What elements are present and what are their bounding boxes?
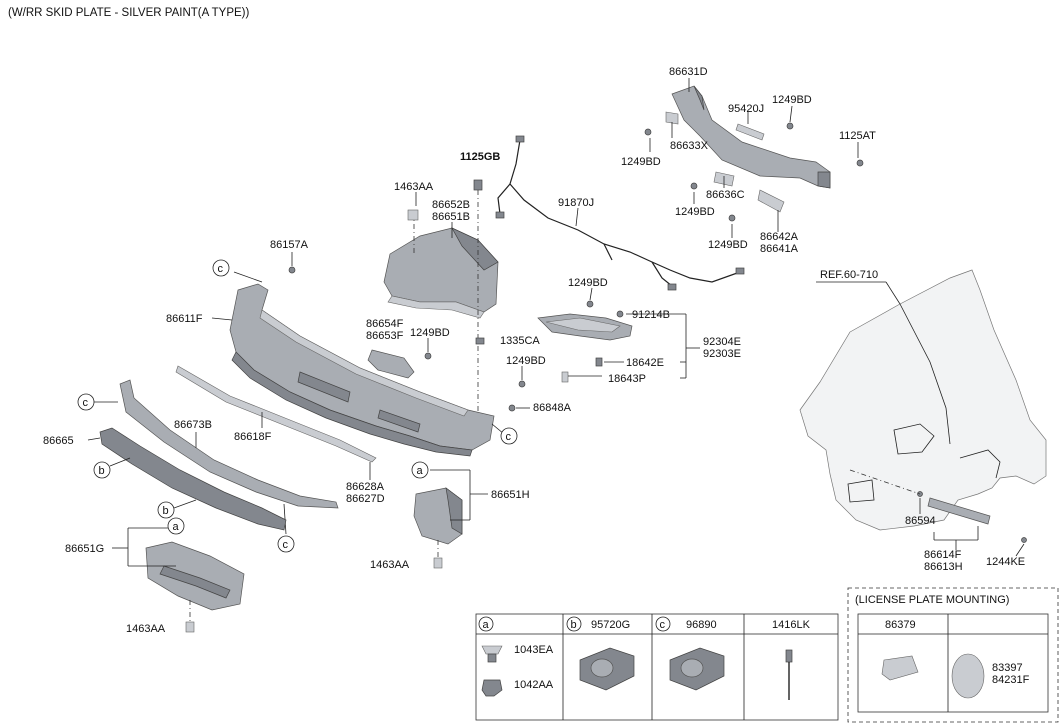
callout-c-right: c — [500, 427, 518, 445]
label-86654F: 86654F — [366, 318, 404, 330]
table-letter-b: b — [571, 619, 577, 631]
label-1249BD-a: 1249BD — [772, 94, 812, 106]
table-part-95720G: 95720G — [591, 619, 630, 631]
lower-trim-86618F — [175, 365, 377, 463]
label-86627D: 86627D — [346, 493, 385, 505]
label-86848A: 86848A — [533, 402, 572, 414]
svg-text:b: b — [163, 505, 169, 517]
table-letter-a: a — [483, 619, 490, 631]
label-86594: 86594 — [905, 515, 936, 527]
label-86653F: 86653F — [366, 330, 404, 342]
callout-a-bracket: a — [411, 461, 429, 479]
label-1249BD-g: 1249BD — [506, 355, 546, 367]
label-86613H: 86613H — [924, 561, 963, 573]
label-1463AA-c: 1463AA — [370, 559, 410, 571]
label-ref: REF.60-710 — [820, 269, 878, 281]
table-part-96890: 96890 — [686, 619, 717, 631]
callout-b-lower: b — [157, 501, 175, 519]
label-1244KE: 1244KE — [986, 556, 1025, 568]
svg-text:c: c — [506, 431, 512, 443]
label-86157A: 86157A — [270, 239, 309, 251]
table-part-1043EA: 1043EA — [514, 644, 554, 656]
lower-garnish-86673B — [119, 379, 339, 509]
table-part-1416LK: 1416LK — [772, 619, 811, 631]
license-part-86379: 86379 — [885, 619, 916, 631]
label-1125GB: 1125GB — [460, 151, 500, 163]
label-86618F: 86618F — [234, 431, 272, 443]
label-1249BD-f: 1249BD — [410, 327, 450, 339]
license-part-84231F: 84231F — [992, 674, 1030, 686]
label-86636C: 86636C — [706, 189, 745, 201]
label-92304E: 92304E — [703, 336, 741, 348]
diagram-title: (W/RR SKID PLATE - SILVER PAINT(A TYPE)) — [8, 7, 249, 19]
fastener-table: a b 95720G c 96890 1416LK 1043EA 1042AA — [475, 613, 839, 721]
callout-a-cover: a — [167, 517, 185, 535]
callout-b-upper: b — [93, 461, 111, 479]
quarter-panel — [799, 269, 1047, 531]
label-1249BD-d: 1249BD — [708, 239, 748, 251]
svg-text:b: b — [99, 465, 105, 477]
label-86641A: 86641A — [760, 243, 799, 255]
label-95420J: 95420J — [728, 103, 764, 115]
license-plate-box: (LICENSE PLATE MOUNTING) 86379 83397 842… — [847, 587, 1059, 723]
callout-c-left: c — [77, 393, 95, 411]
license-part-83397: 83397 — [992, 662, 1023, 674]
license-title: (LICENSE PLATE MOUNTING) — [855, 594, 1009, 606]
label-86631D: 86631D — [669, 66, 708, 78]
callout-c-bottom: c — [277, 535, 295, 553]
label-1463AA-b: 1463AA — [126, 623, 166, 635]
rear-bumper-cover — [229, 283, 495, 457]
label-1249BD-e: 1249BD — [568, 277, 608, 289]
label-86673B: 86673B — [174, 419, 212, 431]
table-letter-c: c — [660, 619, 666, 631]
center-bracket — [367, 349, 432, 379]
label-91214B: 91214B — [632, 309, 670, 321]
label-86651G: 86651G — [65, 543, 104, 555]
label-91870J: 91870J — [558, 197, 594, 209]
under-cover-86651G — [145, 541, 245, 611]
callout-c-top: c — [212, 259, 230, 277]
label-86611F: 86611F — [166, 313, 203, 325]
label-86633X: 86633X — [670, 140, 709, 152]
svg-text:a: a — [173, 521, 180, 533]
table-part-1042AA: 1042AA — [514, 679, 554, 691]
label-86651H: 86651H — [491, 489, 530, 501]
svg-text:c: c — [283, 539, 289, 551]
label-86665: 86665 — [43, 435, 74, 447]
svg-text:c: c — [83, 397, 89, 409]
label-86651B: 86651B — [432, 211, 470, 223]
label-86628A: 86628A — [346, 481, 385, 493]
label-86642A: 86642A — [760, 231, 799, 243]
side-bracket-upper — [383, 227, 499, 319]
label-18642E: 18642E — [626, 357, 664, 369]
reflector-lamp — [537, 300, 633, 383]
svg-text:c: c — [218, 263, 224, 275]
wiring-harness — [495, 135, 745, 291]
svg-text:a: a — [417, 465, 424, 477]
skid-plate-86665 — [99, 427, 287, 531]
label-1335CA: 1335CA — [500, 335, 540, 347]
label-86614F: 86614F — [924, 549, 962, 561]
license-garnish — [917, 491, 1027, 543]
label-1463AA-a: 1463AA — [394, 181, 434, 193]
label-1249BD-b: 1249BD — [621, 156, 661, 168]
label-18643P: 18643P — [608, 373, 646, 385]
label-1249BD-c: 1249BD — [675, 206, 715, 218]
label-86652B: 86652B — [432, 199, 470, 211]
label-92303E: 92303E — [703, 348, 741, 360]
side-bracket-lower — [413, 487, 463, 545]
label-1125AT: 1125AT — [839, 130, 876, 142]
